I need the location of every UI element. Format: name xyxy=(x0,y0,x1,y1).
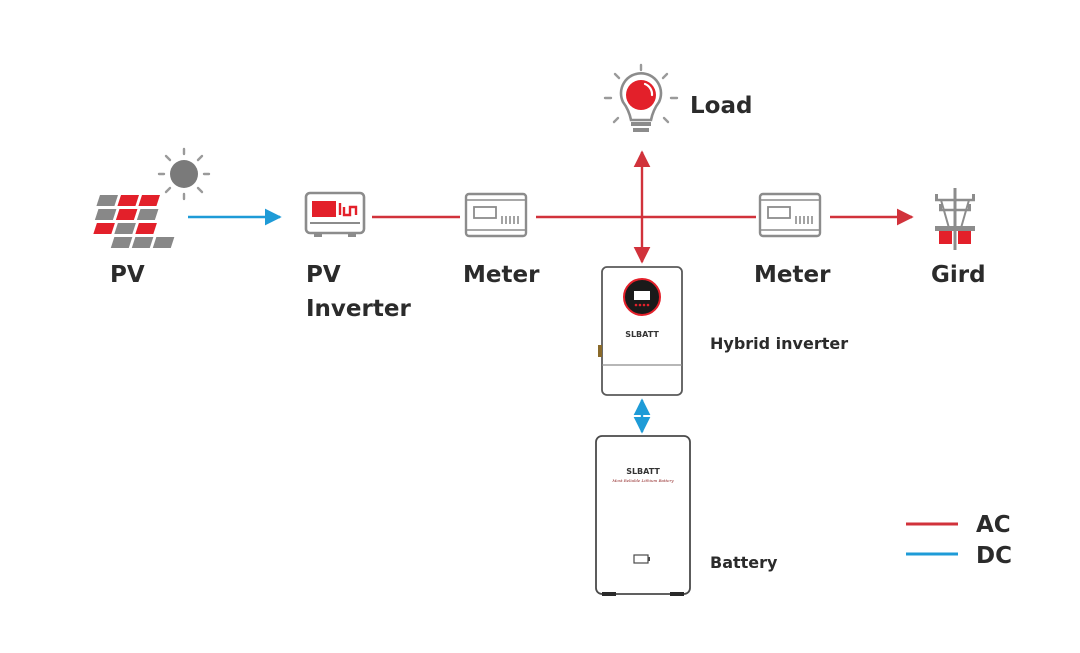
meter-left-label: Meter xyxy=(463,262,540,288)
sun-icon xyxy=(157,147,211,201)
power-pole-icon xyxy=(935,188,975,250)
battery-brand: SLBATT xyxy=(626,467,660,476)
hybrid-inverter-brand: SLBATT xyxy=(625,330,659,339)
battery-icon: SLBATT Most Reliable Lithium Battery xyxy=(595,435,691,596)
hybrid-inverter-icon: SLBATT xyxy=(598,266,683,396)
pv-label: PV xyxy=(110,262,145,288)
legend-ac-label: AC xyxy=(976,512,1011,538)
grid-label: Gird xyxy=(931,262,986,288)
pv-inverter-label-line1: PV xyxy=(306,262,341,288)
hybrid-inverter-label: Hybrid inverter xyxy=(710,334,848,353)
solar-panel-icon xyxy=(93,195,175,248)
meter-icon-left xyxy=(464,192,528,238)
legend-dc-label: DC xyxy=(976,543,1012,569)
meter-icon-right xyxy=(758,192,822,238)
load-label: Load xyxy=(690,93,752,119)
battery-brand-sub: Most Reliable Lithium Battery xyxy=(611,478,674,483)
meter-right-label: Meter xyxy=(754,262,831,288)
pv-inverter-icon xyxy=(304,191,366,237)
pv-inverter-label-line2: Inverter xyxy=(306,296,411,322)
light-bulb-icon xyxy=(603,63,679,132)
legend: AC DC xyxy=(906,512,1012,569)
connectors xyxy=(188,150,914,434)
battery-label: Battery xyxy=(710,553,778,572)
